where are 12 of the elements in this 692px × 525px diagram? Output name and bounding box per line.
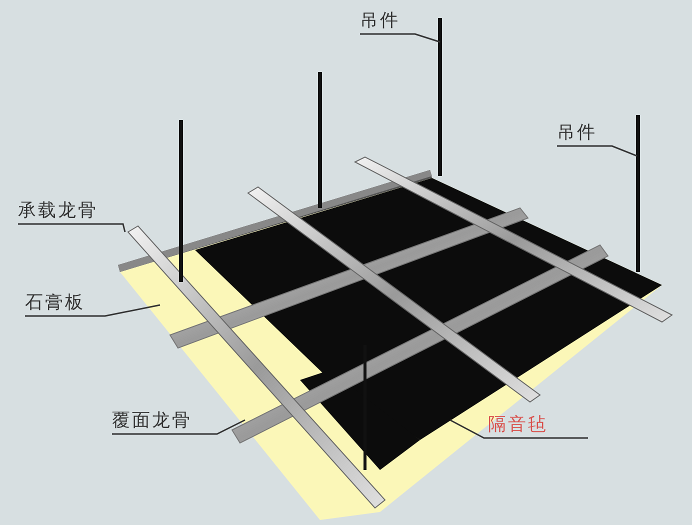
part-label: 石膏板: [25, 290, 85, 316]
part-label: 隔音毡: [488, 412, 548, 438]
part-label: 覆面龙骨: [112, 408, 192, 434]
part-label: 吊件: [360, 8, 400, 34]
leader-line: [360, 33, 440, 43]
leader-line: [450, 419, 588, 439]
part-label: 承载龙骨: [18, 198, 98, 224]
leader-line: [25, 304, 160, 317]
leader-line: [18, 223, 126, 232]
part-label: 吊件: [557, 120, 597, 146]
leader-line: [112, 419, 246, 435]
leader-line: [557, 145, 638, 157]
